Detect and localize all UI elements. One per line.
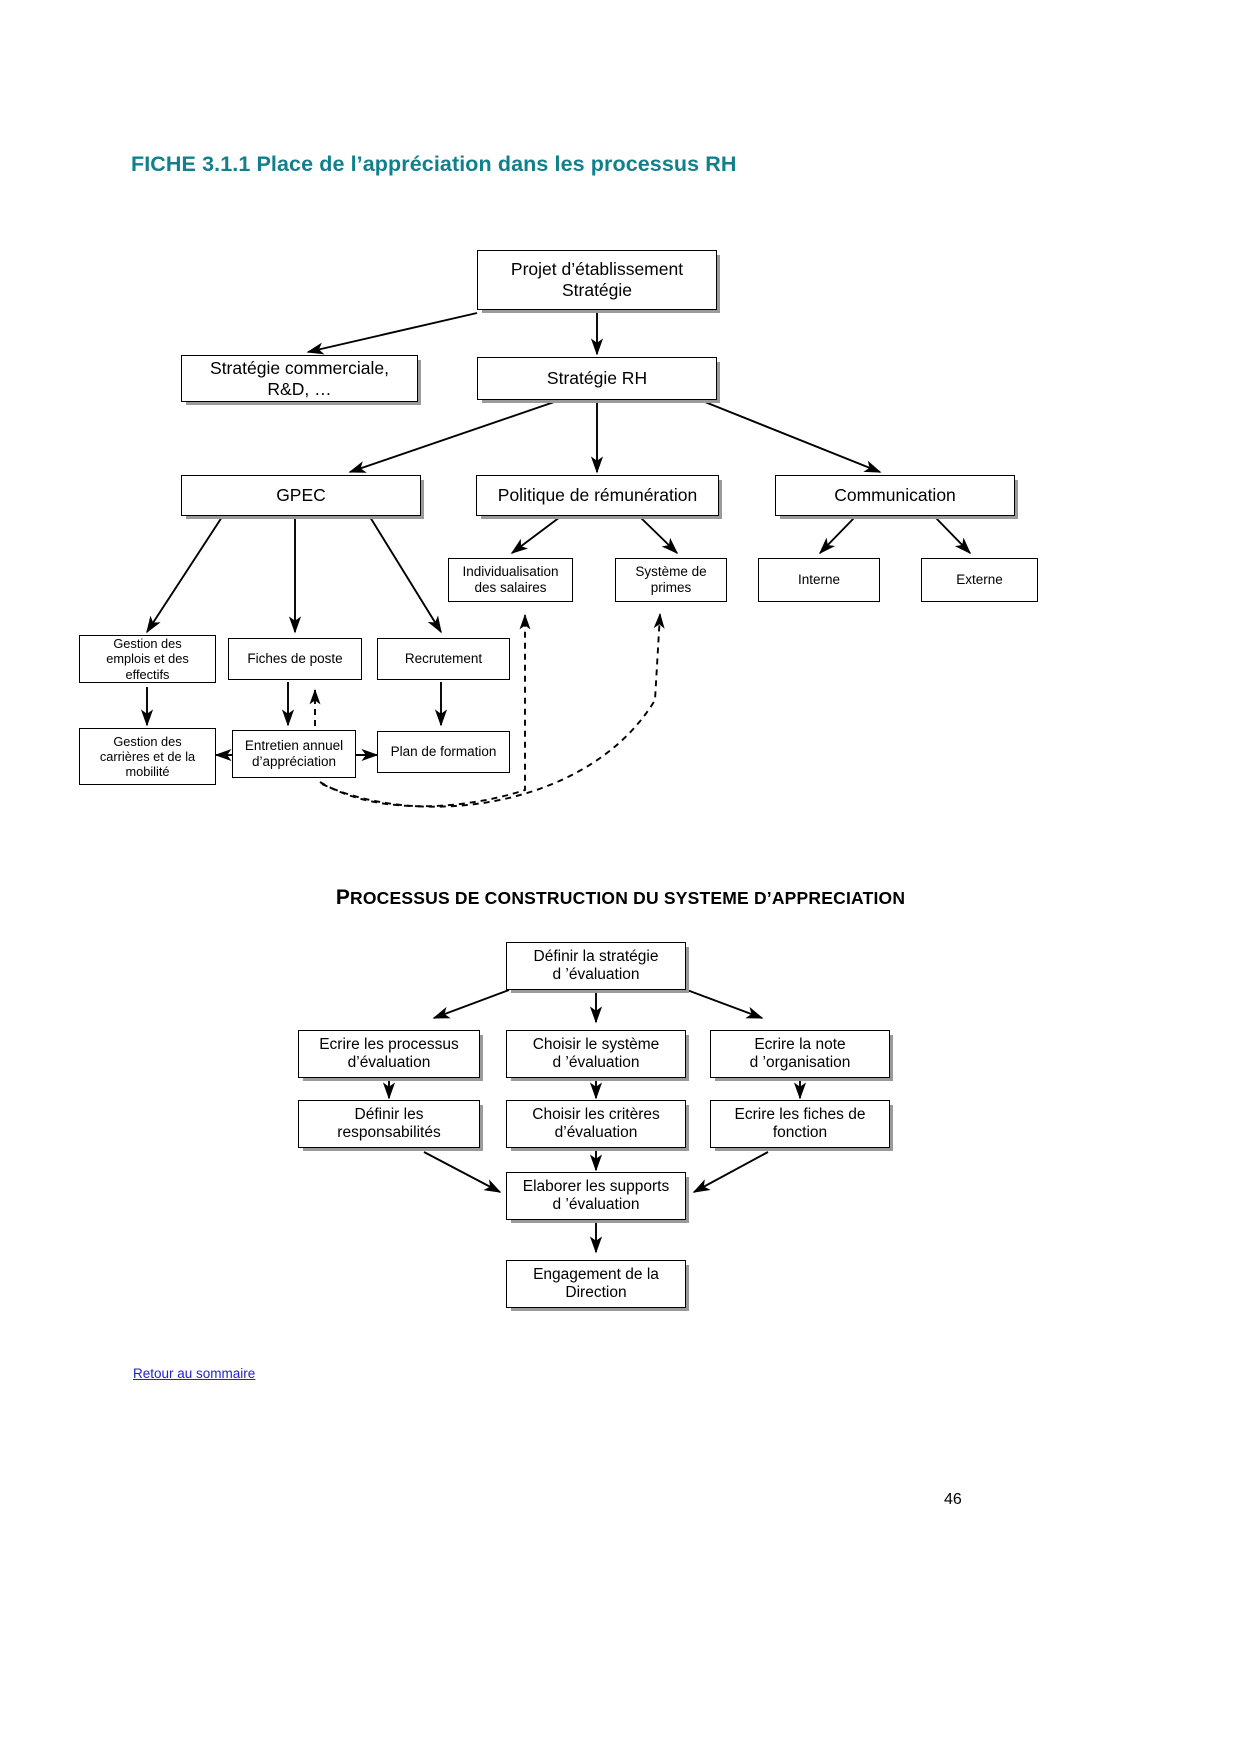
node-recrutement: Recrutement xyxy=(377,638,510,680)
node-projet-line1: Projet d’établissement xyxy=(510,259,684,280)
node-ecrire-processus-line2: d’évaluation xyxy=(347,1054,431,1071)
node-externe: Externe xyxy=(921,558,1038,602)
node-choisir-criteres-evaluation: Choisir les critères d’évaluation xyxy=(506,1100,686,1148)
node-ecrire-fiches-fonction: Ecrire les fiches de fonction xyxy=(710,1100,890,1148)
node-ecrire-note-organisation: Ecrire la note d ’organisation xyxy=(710,1030,890,1078)
node-choisir-systeme-evaluation: Choisir le système d ’évaluation xyxy=(506,1030,686,1078)
section-heading-initial: P xyxy=(335,886,351,909)
node-choisir-systeme-line2: d ’évaluation xyxy=(552,1054,640,1071)
page-title: FICHE 3.1.1 Place de l’appréciation dans… xyxy=(131,152,737,176)
node-individualisation-salaires: Individualisation des salaires xyxy=(448,558,573,602)
node-politique-remuneration: Politique de rémunération xyxy=(476,475,719,516)
node-elaborer-supports-evaluation: Elaborer les supports d ’évaluation xyxy=(506,1172,686,1220)
node-elaborer-supports-line1: Elaborer les supports xyxy=(522,1177,670,1195)
node-ecrire-fiches-line1: Ecrire les fiches de xyxy=(734,1105,866,1123)
node-elaborer-supports-line2: d ’évaluation xyxy=(552,1196,640,1213)
node-systeme-primes-line1: Système de xyxy=(635,564,707,580)
section-heading-apostrophe: ’ xyxy=(766,888,772,908)
node-gpec-label: GPEC xyxy=(276,485,326,506)
node-externe-label: Externe xyxy=(956,572,1003,588)
node-gestion-carrieres-line3: mobilité xyxy=(125,764,170,780)
section-heading-body: ROCESSUS DE CONSTRUCTION DU SYSTEME D xyxy=(350,888,767,908)
node-engagement-direction: Engagement de la Direction xyxy=(506,1260,686,1308)
node-strategie-rh: Stratégie RH xyxy=(477,357,717,400)
node-choisir-criteres-line2: d’évaluation xyxy=(554,1124,638,1141)
node-ecrire-note-line2: d ’organisation xyxy=(749,1054,851,1071)
node-gestion-carrieres-mobilite: Gestion des carrières et de la mobilité xyxy=(79,728,216,785)
node-gestion-emplois-effectifs: Gestion des emplois et des effectifs xyxy=(79,635,216,683)
node-definir-responsabilites: Définir les responsabilités xyxy=(298,1100,480,1148)
node-definir-responsabilites-line2: responsabilités xyxy=(337,1124,441,1141)
node-communication: Communication xyxy=(775,475,1015,516)
node-definir-responsabilites-line1: Définir les xyxy=(354,1105,424,1123)
node-gestion-emplois-line2: emplois et des xyxy=(106,651,189,667)
node-gestion-emplois-line1: Gestion des xyxy=(113,636,182,652)
node-ecrire-note-line1: Ecrire la note xyxy=(754,1035,846,1053)
node-recrutement-label: Recrutement xyxy=(404,651,483,667)
node-fiches-poste-label: Fiches de poste xyxy=(247,651,343,667)
node-gpec: GPEC xyxy=(181,475,421,516)
page-number: 46 xyxy=(944,1491,962,1508)
node-projet-etablissement: Projet d’établissement Stratégie xyxy=(477,250,717,310)
node-projet-line2: Stratégie xyxy=(561,280,633,300)
node-systeme-primes-line2: primes xyxy=(650,580,692,595)
node-individualisation-line2: des salaires xyxy=(474,580,547,595)
node-plan-formation-label: Plan de formation xyxy=(390,744,497,760)
node-strategie-commerciale-line1: Stratégie commerciale, xyxy=(210,357,389,378)
node-entretien-line2: d’appréciation xyxy=(251,754,337,769)
node-individualisation-line1: Individualisation xyxy=(462,564,559,580)
node-interne: Interne xyxy=(758,558,880,602)
node-systeme-primes: Système de primes xyxy=(615,558,727,602)
node-ecrire-processus-evaluation: Ecrire les processus d’évaluation xyxy=(298,1030,480,1078)
node-engagement-line1: Engagement de la xyxy=(533,1265,659,1283)
node-entretien-annuel-appreciation: Entretien annuel d’appréciation xyxy=(232,730,356,778)
node-communication-label: Communication xyxy=(834,485,956,506)
node-definir-strategie-line1: Définir la stratégie xyxy=(533,947,659,965)
section-heading: PROCESSUS DE CONSTRUCTION DU SYSTEME D’A… xyxy=(0,886,1241,910)
node-choisir-criteres-line1: Choisir les critères xyxy=(532,1105,660,1123)
node-ecrire-processus-line1: Ecrire les processus xyxy=(319,1035,459,1053)
node-choisir-systeme-line1: Choisir le système xyxy=(532,1035,660,1053)
node-ecrire-fiches-line2: fonction xyxy=(772,1124,828,1141)
node-entretien-line1: Entretien annuel xyxy=(244,738,344,754)
node-fiches-poste: Fiches de poste xyxy=(228,638,362,680)
node-strategie-rh-label: Stratégie RH xyxy=(546,368,648,389)
node-gestion-emplois-line3: effectifs xyxy=(125,666,170,682)
return-to-summary-link[interactable]: Retour au sommaire xyxy=(133,1366,256,1381)
node-strategie-commerciale-line2: R&D, … xyxy=(267,378,332,399)
node-strategie-commerciale: Stratégie commerciale, R&D, … xyxy=(181,355,418,402)
node-interne-label: Interne xyxy=(797,572,841,588)
node-engagement-line2: Direction xyxy=(565,1284,627,1301)
node-gestion-carrieres-line1: Gestion des xyxy=(113,733,182,749)
section-heading-tail: APPRECIATION xyxy=(771,888,906,908)
node-definir-strategie-evaluation: Définir la stratégie d ’évaluation xyxy=(506,942,686,990)
node-politique-remuneration-label: Politique de rémunération xyxy=(497,485,698,506)
node-gestion-carrieres-line2: carrières et de la xyxy=(99,748,196,764)
node-plan-formation: Plan de formation xyxy=(377,731,510,773)
node-definir-strategie-line2: d ’évaluation xyxy=(552,966,640,983)
